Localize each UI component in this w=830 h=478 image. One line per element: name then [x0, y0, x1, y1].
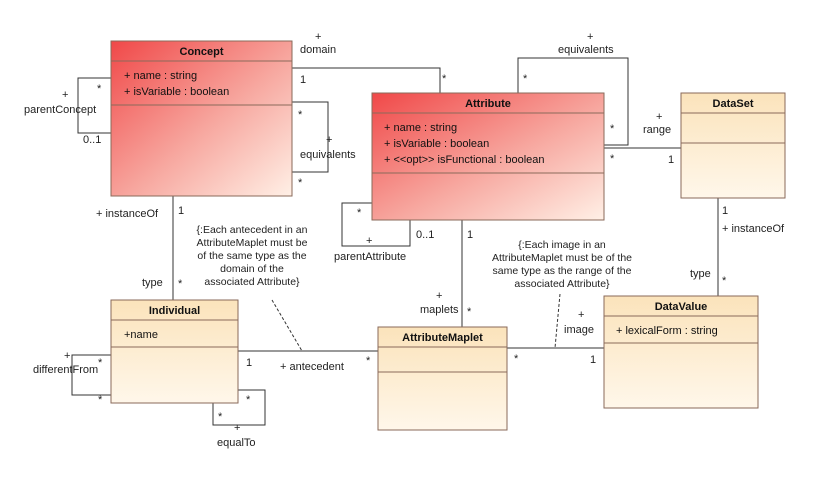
- class-attribute[interactable]: Attribute + name : string + isVariable :…: [371, 92, 605, 221]
- label-equalto-star: *: [218, 411, 223, 423]
- note-image-line-3: associated Attribute}: [514, 278, 610, 290]
- label-domain: domain: [300, 44, 336, 56]
- note-antecedent-line-4: associated Attribute}: [204, 276, 300, 288]
- label-parentattr-star: *: [357, 207, 362, 219]
- label-type-right-star: *: [722, 275, 727, 287]
- label-domain-mult-star: *: [442, 73, 447, 85]
- label-range: range: [643, 124, 671, 136]
- label-differentfrom-star2: *: [98, 394, 103, 406]
- class-concept-title: Concept: [180, 46, 224, 58]
- label-parentconcept: parentConcept: [24, 104, 96, 116]
- label-type-left-star: *: [178, 278, 183, 290]
- label-equiv-concept-star2: *: [298, 177, 303, 189]
- label-parentconcept-star: *: [97, 83, 102, 95]
- association-lines: [71, 57, 719, 426]
- label-equalto-star2: *: [246, 394, 251, 406]
- label-parentconcept-plus: +: [62, 89, 68, 101]
- label-image-plus: +: [578, 309, 584, 321]
- class-attribute-attr-1: + isVariable : boolean: [384, 138, 489, 150]
- label-equiv-concept-star1: *: [298, 109, 303, 121]
- note-anchor-image: [554, 293, 561, 349]
- label-maplets-star: *: [467, 306, 472, 318]
- label-instanceof-left-1: 1: [178, 205, 184, 217]
- note-antecedent-line-3: domain of the: [220, 263, 284, 275]
- class-dataset[interactable]: DataSet: [680, 92, 786, 199]
- label-antecedent-star: *: [366, 355, 371, 367]
- label-range-plus: +: [656, 111, 662, 123]
- label-parentattr-01: 0..1: [416, 229, 434, 241]
- class-concept-attr-0: + name : string: [124, 70, 197, 82]
- label-type-right: type: [690, 268, 711, 280]
- label-equalto: equalTo: [217, 437, 256, 449]
- note-antecedent-line-0: {:Each antecedent in an: [197, 224, 308, 236]
- class-individual-title: Individual: [149, 305, 200, 317]
- class-datavalue[interactable]: DataValue + lexicalForm : string: [603, 295, 759, 409]
- label-image: image: [564, 324, 594, 336]
- label-antecedent: + antecedent: [280, 361, 344, 373]
- class-datavalue-attr-0: + lexicalForm : string: [616, 325, 718, 337]
- note-image-constraint: {:Each image in an AttributeMaplet must …: [492, 239, 632, 290]
- label-domain-plus: +: [315, 31, 321, 43]
- label-instanceof-right: + instanceOf: [722, 223, 785, 235]
- class-individual-attr-0: +name: [124, 329, 158, 341]
- note-anchor-antecedent: [271, 299, 303, 352]
- edge-concept-equivalents: [292, 101, 329, 173]
- note-image-line-0: {:Each image in an: [518, 239, 606, 251]
- class-concept[interactable]: Concept + name : string + isVariable : b…: [110, 40, 293, 197]
- label-range-mult-star: *: [610, 153, 615, 165]
- label-parentattr-plus: +: [366, 235, 372, 247]
- label-maplets: maplets: [420, 304, 459, 316]
- edge-equal-to: [212, 389, 266, 426]
- label-equiv-top-plus: +: [587, 31, 593, 43]
- label-equiv-top-star1: *: [523, 73, 528, 85]
- label-domain-mult-1: 1: [300, 74, 306, 86]
- class-attributemaplet-title: AttributeMaplet: [402, 332, 483, 344]
- edge-attribute-equivalents: [517, 57, 629, 146]
- note-antecedent-constraint: {:Each antecedent in an AttributeMaplet …: [197, 224, 308, 288]
- class-attribute-attr-2: + <<opt>> isFunctional : boolean: [384, 154, 545, 166]
- class-attribute-title: Attribute: [465, 98, 511, 110]
- label-range-mult-1: 1: [668, 154, 674, 166]
- class-attribute-attr-0: + name : string: [384, 122, 457, 134]
- class-datavalue-title: DataValue: [655, 301, 708, 313]
- edge-different-from: [71, 354, 111, 396]
- label-equiv-concept-plus: +: [326, 134, 332, 146]
- note-antecedent-line-1: AttributeMaplet must be: [197, 237, 308, 249]
- label-differentfrom-plus: +: [64, 350, 70, 362]
- label-type-left: type: [142, 277, 163, 289]
- note-antecedent-line-2: of the same type as the: [197, 250, 306, 262]
- label-instanceof-left: + instanceOf: [96, 208, 159, 220]
- note-image-line-1: AttributeMaplet must be of the: [492, 252, 632, 264]
- label-parentconcept-01: 0..1: [83, 134, 101, 146]
- label-attr-maplets-1: 1: [467, 229, 473, 241]
- label-differentfrom-star1: *: [98, 357, 103, 369]
- class-individual[interactable]: Individual +name: [110, 299, 239, 404]
- note-image-line-2: same type as the range of the: [493, 265, 632, 277]
- label-equiv-concept: equivalents: [300, 149, 356, 161]
- label-image-mult-star: *: [514, 353, 519, 365]
- class-dataset-title: DataSet: [713, 98, 754, 110]
- association-labels: + domain 1 * + equivalents * * + range *…: [24, 31, 785, 449]
- edge-parent-attribute: [341, 202, 411, 247]
- label-parentattr: parentAttribute: [334, 251, 406, 263]
- label-antecedent-1: 1: [246, 357, 252, 369]
- class-concept-attr-1: + isVariable : boolean: [124, 86, 229, 98]
- edge-parent-concept: [77, 77, 111, 134]
- label-equiv-top-star2: *: [610, 123, 615, 135]
- label-image-mult-1: 1: [590, 354, 596, 366]
- label-equiv-top: equivalents: [558, 44, 614, 56]
- label-equalto-plus: +: [234, 422, 240, 434]
- label-differentfrom: differentFrom: [33, 364, 98, 376]
- label-dataset-1: 1: [722, 205, 728, 217]
- label-maplets-plus: +: [436, 290, 442, 302]
- class-attributemaplet[interactable]: AttributeMaplet: [377, 326, 508, 431]
- edge-domain: [292, 67, 441, 93]
